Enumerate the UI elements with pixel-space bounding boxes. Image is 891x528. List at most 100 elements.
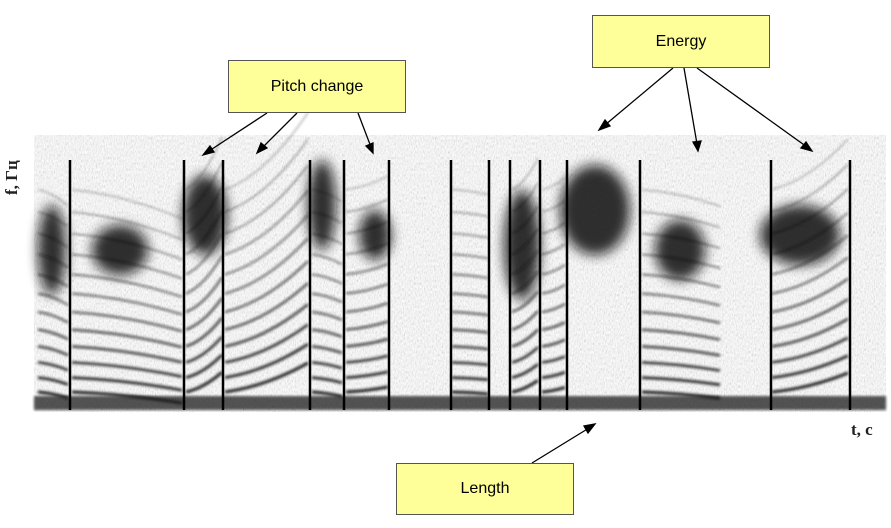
harmonic-stripe bbox=[224, 164, 309, 235]
harmonic-stripe bbox=[511, 290, 539, 314]
harmonic-stripe bbox=[771, 256, 849, 295]
harmonic-stripe bbox=[37, 232, 69, 249]
harmonic-stripe bbox=[37, 189, 69, 206]
harmonic-stripe bbox=[345, 175, 389, 191]
harmonic-stripe bbox=[311, 328, 343, 338]
harmonic-stripe bbox=[71, 360, 183, 379]
harmonic-stripe bbox=[451, 360, 489, 367]
harmonic-stripe bbox=[451, 310, 489, 317]
harmonic-stripe bbox=[541, 264, 566, 276]
harmonic-stripe bbox=[224, 214, 309, 276]
harmonic-stripe bbox=[511, 182, 539, 213]
harmonic-stripe bbox=[345, 221, 389, 235]
harmonic-stripe bbox=[311, 310, 343, 321]
harmonic-stripe bbox=[451, 345, 489, 351]
baseline-band bbox=[34, 396, 886, 410]
harmonic-stripe bbox=[345, 198, 389, 213]
harmonic-stripe bbox=[37, 273, 69, 288]
harmonic-stripe bbox=[345, 263, 389, 276]
harmonic-stripe bbox=[511, 310, 539, 331]
harmonic-stripe bbox=[771, 354, 849, 380]
callout-energy-text: Energy bbox=[655, 32, 707, 50]
harmonic-stripe bbox=[37, 376, 69, 386]
callout-pitch-change-text: Pitch change bbox=[270, 77, 364, 95]
harmonic-stripe bbox=[541, 283, 566, 295]
harmonic-stripe bbox=[71, 310, 183, 333]
harmonic-stripe bbox=[311, 292, 343, 304]
harmonic-stripe bbox=[37, 310, 69, 324]
callout-pitch-change: Pitch change bbox=[228, 60, 406, 113]
harmonic-stripe bbox=[37, 345, 69, 357]
harmonic-stripe bbox=[224, 342, 309, 380]
harmonic-stripe bbox=[37, 360, 69, 372]
harmonic-stripe bbox=[451, 253, 489, 260]
arrow-energy-1 bbox=[604, 67, 674, 126]
harmonic-stripe bbox=[771, 234, 849, 276]
harmonic-stripe bbox=[185, 162, 223, 213]
harmonic-stripe bbox=[771, 188, 849, 235]
harmonic-stripe bbox=[185, 255, 223, 295]
harmonic-stripe bbox=[71, 253, 183, 280]
harmonic-stripe bbox=[511, 362, 539, 380]
arrowhead-length bbox=[582, 423, 597, 435]
arrowhead-pitch-3 bbox=[364, 142, 374, 155]
harmonic-stripe bbox=[511, 346, 539, 364]
harmonic-stripe bbox=[771, 164, 849, 213]
harmonic-stripe bbox=[641, 360, 721, 372]
harmonic-stripe bbox=[311, 211, 343, 224]
harmonic-stripe bbox=[451, 273, 489, 280]
harmonic-stripe bbox=[224, 260, 309, 314]
harmonic-stripe bbox=[771, 298, 849, 331]
harmonic-stripe bbox=[311, 390, 343, 399]
harmonic-stripe bbox=[771, 371, 849, 394]
harmonic-stripe bbox=[451, 292, 489, 299]
harmonic-stripe bbox=[451, 232, 489, 239]
harmonic-stripe bbox=[641, 211, 721, 229]
callout-length: Length bbox=[396, 463, 574, 515]
segment-boundaries bbox=[68, 160, 852, 410]
harmonic-stripe bbox=[37, 292, 69, 306]
harmonic-stripe bbox=[641, 345, 721, 357]
harmonic-stripe bbox=[641, 188, 721, 207]
harmonic-stripe bbox=[185, 186, 223, 235]
harmonic-stripe bbox=[451, 188, 489, 195]
arrowhead-energy-1 bbox=[597, 118, 612, 132]
harmonic-stripe bbox=[641, 292, 721, 307]
harmonic-stripe bbox=[185, 297, 224, 331]
harmonic-stripe bbox=[771, 138, 849, 191]
arrowhead-pitch-1 bbox=[201, 144, 216, 157]
harmonic-stripe bbox=[311, 188, 343, 203]
arrowhead-energy-3 bbox=[799, 140, 814, 153]
annotation-arrows bbox=[201, 67, 814, 464]
arrow-energy-2 bbox=[683, 67, 698, 145]
harmonic-stripe bbox=[541, 321, 566, 331]
callout-length-text: Length bbox=[460, 480, 510, 497]
spectrogram-noise bbox=[34, 135, 886, 412]
harmonic-stripe bbox=[345, 354, 389, 364]
harmonic-stripe bbox=[311, 273, 343, 285]
harmonic-stripe bbox=[185, 210, 223, 256]
harmonic-stripe bbox=[37, 328, 69, 341]
harmonic-stripe bbox=[345, 385, 389, 394]
energy-blobs bbox=[38, 160, 840, 300]
x-axis-label: t, c bbox=[851, 420, 873, 439]
arrowhead-energy-2 bbox=[691, 140, 702, 153]
harmonic-stripe bbox=[511, 328, 539, 348]
harmonic-stripe bbox=[71, 292, 183, 316]
harmonic-stripe bbox=[224, 189, 309, 256]
harmonic-stripe bbox=[71, 232, 183, 261]
harmonic-stripe bbox=[451, 376, 489, 382]
harmonic-stripe bbox=[185, 335, 224, 364]
harmonic-stripe bbox=[311, 232, 343, 245]
harmonic-stripe bbox=[71, 211, 183, 241]
harmonic-stripe bbox=[451, 328, 489, 334]
harmonic-stripe bbox=[311, 360, 343, 370]
harmonic-stripe bbox=[185, 370, 224, 394]
harmonic-stripe bbox=[771, 317, 849, 348]
harmonic-stripe bbox=[345, 337, 389, 348]
harmonic-stripe bbox=[541, 385, 566, 394]
harmonic-stripe bbox=[511, 158, 539, 191]
harmonic-stripe bbox=[345, 370, 389, 380]
